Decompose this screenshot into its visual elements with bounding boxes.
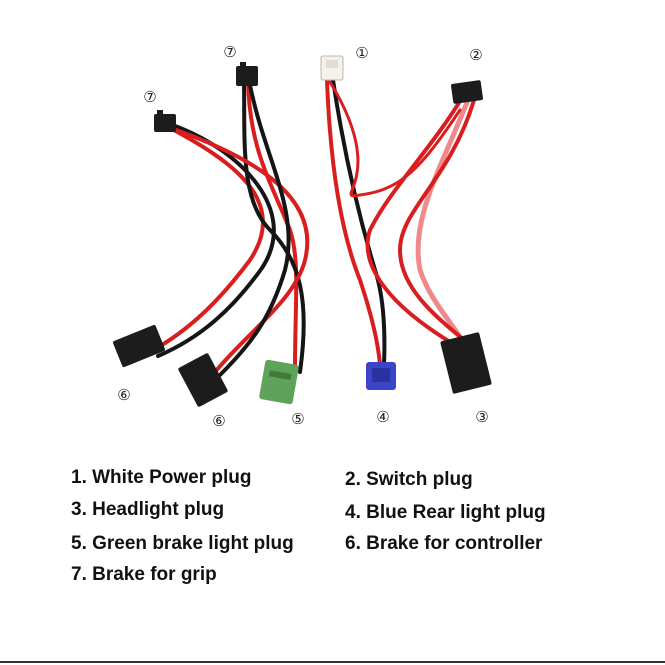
marker-7-top: ⑦	[223, 43, 236, 61]
legend-item-5: 5. Green brake light plug	[71, 533, 294, 554]
plug-7-top-center	[236, 62, 258, 86]
marker-2: ②	[469, 46, 482, 64]
legend-item-1: 1. White Power plug	[71, 467, 252, 488]
plug-5-green	[259, 359, 299, 405]
marker-4: ④	[376, 408, 389, 426]
plug-3-black	[440, 332, 492, 394]
plug-4-blue	[366, 362, 396, 390]
marker-1: ①	[355, 44, 368, 62]
marker-6-left: ⑥	[117, 386, 130, 404]
plug-7-top-left	[154, 110, 176, 132]
legend-item-4: 4. Blue Rear light plug	[345, 502, 546, 523]
marker-6-center: ⑥	[212, 412, 225, 430]
legend-item-7: 7. Brake for grip	[71, 564, 217, 585]
plug-1-white	[320, 55, 344, 81]
wiring-harness-photo: ⑦ ① ② ⑦ ⑥ ⑥ ⑤ ④ ③	[113, 43, 492, 430]
plug-6-bottom-left	[113, 325, 165, 367]
bottom-divider	[0, 661, 665, 663]
marker-3: ③	[475, 408, 488, 426]
right-harness	[325, 78, 476, 367]
legend-item-6: 6. Brake for controller	[345, 533, 543, 554]
plug-2-black	[451, 80, 483, 104]
legend-item-2: 2. Switch plug	[345, 469, 473, 490]
legend-item-3: 3. Headlight plug	[71, 499, 225, 520]
plug-6-bottom-center	[178, 353, 228, 407]
marker-7-left: ⑦	[143, 88, 156, 106]
marker-5: ⑤	[291, 410, 304, 428]
left-harness	[148, 80, 310, 377]
